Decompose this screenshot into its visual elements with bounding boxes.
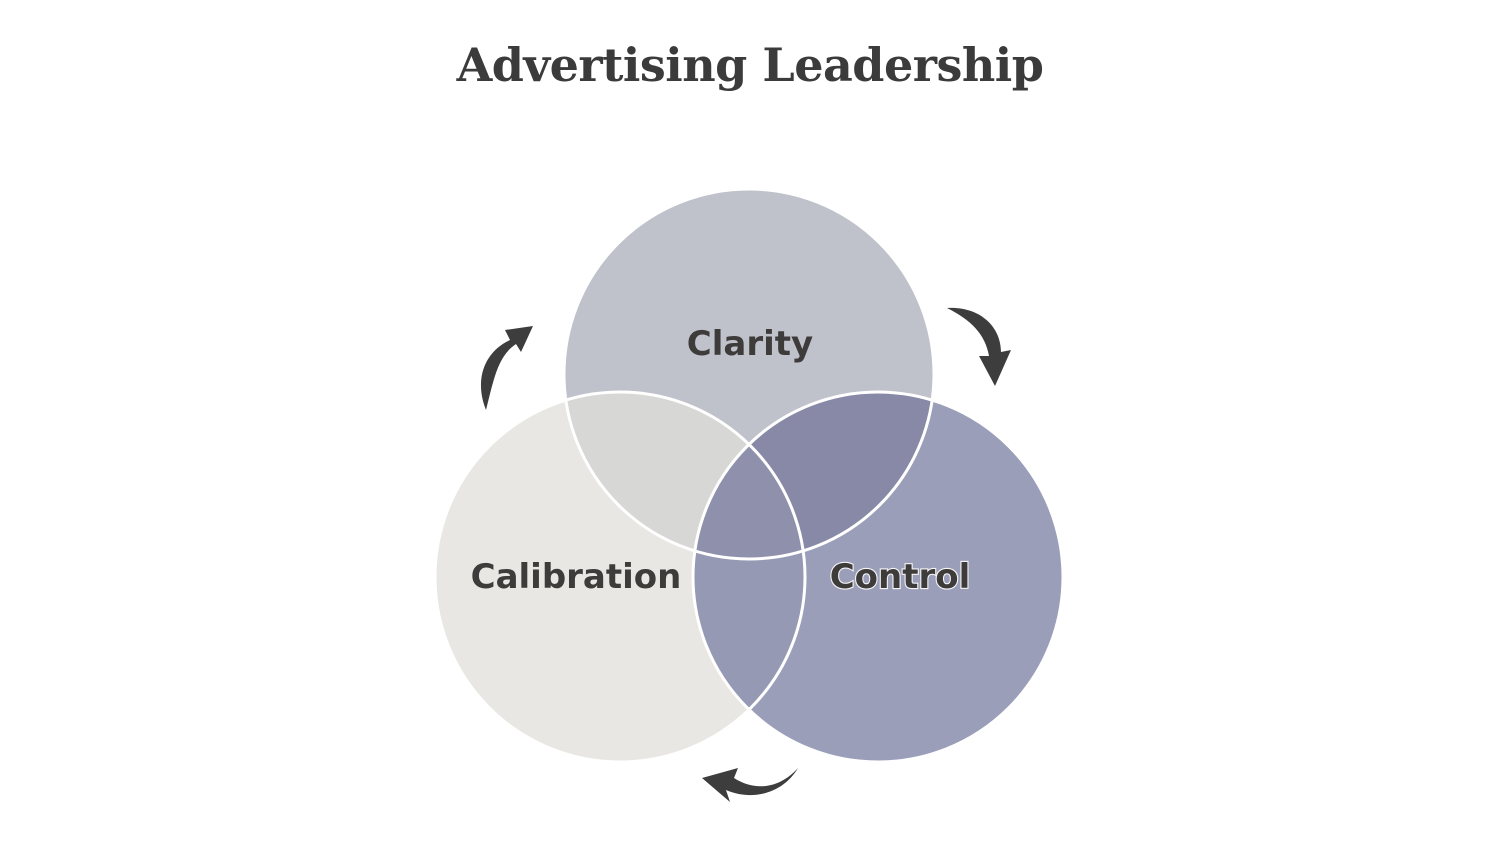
- label-control: Control: [830, 557, 971, 597]
- overlap-clarity-control: [693, 392, 934, 559]
- curved-arrow-icon: [480, 326, 533, 410]
- circle-outlines: [433, 187, 1065, 764]
- page-title: Advertising Leadership: [456, 38, 1044, 92]
- curved-arrow-icon: [947, 307, 1011, 386]
- label-calibration: Calibration: [471, 557, 682, 597]
- overlap-clarity-calibration: [564, 392, 805, 559]
- curved-arrow-icon: [702, 768, 798, 802]
- label-clarity: Clarity: [687, 324, 813, 364]
